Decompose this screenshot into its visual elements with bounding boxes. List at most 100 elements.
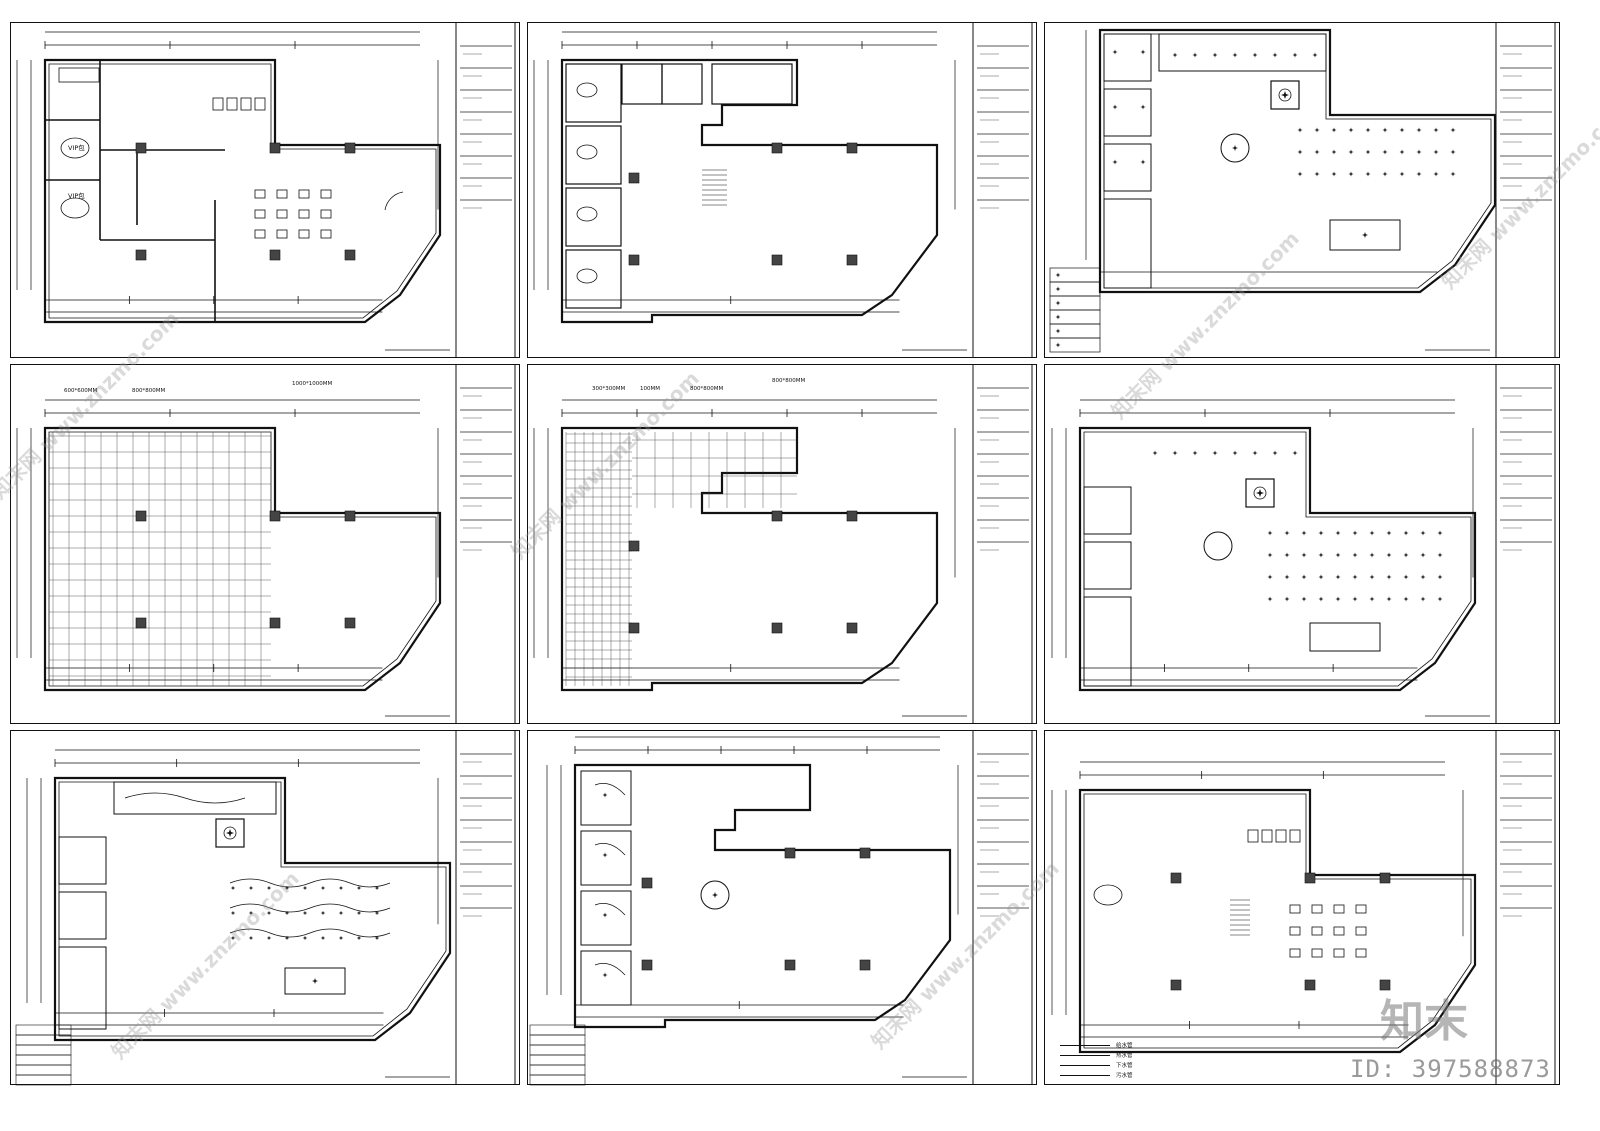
table-icon: [1355, 904, 1367, 914]
tile-spec-2: 800*800MM: [132, 388, 166, 394]
downlight-icon: [1292, 52, 1298, 58]
salon-chair-icon: [1289, 829, 1301, 843]
feature-ceiling-panel: [1329, 219, 1401, 251]
watermark-site: 知末网 www.znzmo.com: [867, 856, 1064, 1053]
downlight-icon: [284, 935, 290, 941]
switch-legend-cell: [529, 1074, 586, 1086]
table-icon: [1311, 948, 1323, 958]
legend-sewage: 污水管: [1116, 1073, 1133, 1079]
downlight-icon: [1386, 596, 1392, 602]
downlight-icon: [1112, 104, 1118, 110]
tile-spec-4: 300*300MM: [592, 386, 626, 392]
downlight-icon: [248, 885, 254, 891]
toilet-room: [621, 63, 663, 105]
downlight-icon: [1365, 127, 1371, 133]
tile-spec-7: 800*800MM: [772, 378, 806, 384]
salon-chair-icon: [212, 97, 224, 111]
s4-column: [344, 617, 356, 629]
downlight-icon: [1140, 159, 1146, 165]
downlight-icon: [1416, 127, 1422, 133]
s1-column: [269, 249, 281, 261]
wiring-curve: [229, 928, 391, 938]
watermark-brand: 知末: [1380, 996, 1468, 1047]
switch-legend-cell: [529, 1034, 586, 1046]
downlight-icon: [248, 935, 254, 941]
switch-legend-cell: [15, 1064, 72, 1076]
table-icon: [254, 209, 266, 219]
downlight-icon: [1403, 596, 1409, 602]
downlight-icon: [1192, 52, 1198, 58]
downlight-icon: [1437, 530, 1443, 536]
downlight-icon: [602, 972, 608, 978]
s8-column: [859, 847, 871, 859]
downlight-icon: [1267, 596, 1273, 602]
downlight-icon: [1369, 530, 1375, 536]
sheet-second-switch-plan: [527, 730, 1037, 1085]
legend-symbol-icon: [1055, 328, 1061, 334]
toilet-room: [661, 63, 703, 105]
s1-column: [269, 142, 281, 154]
downlight-icon: [1416, 149, 1422, 155]
wiring-curve: [594, 783, 626, 796]
table-icon: [1355, 948, 1367, 958]
downlight-icon: [1335, 574, 1341, 580]
massage-bed-icon: [60, 137, 90, 159]
counter-icon: [58, 67, 100, 83]
downlight-icon: [266, 885, 272, 891]
ceiling-panel: [1083, 541, 1132, 590]
downlight-icon: [1420, 574, 1426, 580]
switch-legend-cell: [15, 1044, 72, 1056]
sheet-ground-ceiling-plan: [1044, 22, 1560, 358]
ground-ceiling-outline-inner: [1103, 33, 1492, 289]
plumbing-legend: 给水管 热水管 下水管 污水管: [1060, 1040, 1240, 1080]
downlight-icon: [1352, 530, 1358, 536]
downlight-icon: [1399, 149, 1405, 155]
downlight-icon: [1420, 552, 1426, 558]
s9-column: [1379, 979, 1391, 991]
downlight-icon: [1365, 149, 1371, 155]
downlight-icon: [1112, 49, 1118, 55]
watermark-site: 知末网 www.znzmo.com: [0, 306, 184, 503]
ground-floor-outline: [43, 58, 442, 324]
watermark-id: ID: 397588873: [1350, 1055, 1551, 1083]
table-icon: [254, 229, 266, 239]
downlight-icon: [1352, 574, 1358, 580]
wiring-curve: [229, 878, 391, 888]
private-room: [565, 187, 622, 247]
downlight-icon: [1450, 171, 1456, 177]
downlight-icon: [1450, 127, 1456, 133]
s5-column: [628, 540, 640, 552]
private-room: [580, 950, 632, 1006]
downlight-icon: [1252, 450, 1258, 456]
downlight-icon: [302, 935, 308, 941]
table-icon: [1289, 904, 1301, 914]
s9-column: [1304, 872, 1316, 884]
sheet-ground-switch-plan: [10, 730, 520, 1085]
feature-ceiling-icon: [1245, 478, 1275, 508]
ceiling-panel: [58, 891, 107, 940]
sheet-second-floor-material: [527, 364, 1037, 724]
salon-chair-icon: [240, 97, 252, 111]
downlight-icon: [1369, 574, 1375, 580]
downlight-icon: [1284, 596, 1290, 602]
salon-chair-icon: [1261, 829, 1273, 843]
bathtub-icon: [576, 82, 598, 98]
downlight-icon: [1314, 149, 1320, 155]
downlight-icon: [1252, 52, 1258, 58]
ceiling-panel: [1103, 33, 1152, 82]
downlight-icon: [602, 792, 608, 798]
downlight-icon: [1267, 530, 1273, 536]
s1-column: [135, 249, 147, 261]
downlight-icon: [1362, 232, 1368, 238]
s4-column: [269, 510, 281, 522]
downlight-icon: [1369, 552, 1375, 558]
chandelier-icon: [223, 826, 237, 840]
wiring-curve: [594, 843, 626, 856]
downlight-icon: [1420, 596, 1426, 602]
legend-symbol-icon: [1055, 272, 1061, 278]
table-icon: [276, 229, 288, 239]
downlight-icon: [1112, 159, 1118, 165]
table-icon: [254, 189, 266, 199]
downlight-icon: [1437, 574, 1443, 580]
